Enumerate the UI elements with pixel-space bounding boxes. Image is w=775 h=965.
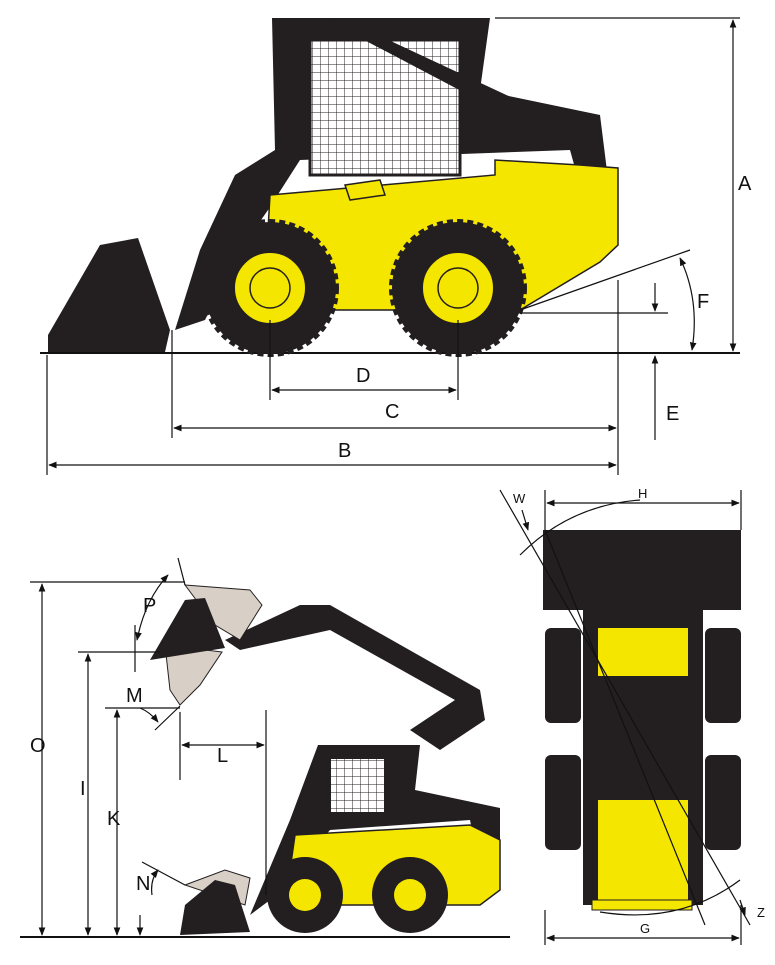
label-k: K — [107, 808, 121, 830]
turning-arc-rear — [599, 879, 741, 916]
bucket-curl-ghost — [164, 644, 223, 706]
body-latch — [344, 179, 386, 201]
top-tire-rl — [545, 755, 581, 850]
lift-cab-frame — [250, 745, 500, 915]
label-p: P — [143, 595, 156, 617]
label-l: L — [217, 745, 228, 767]
top-view: H G W Z — [499, 486, 765, 945]
lift-cab-mesh — [329, 757, 386, 814]
lift-arm — [330, 22, 560, 135]
label-z: Z — [757, 905, 765, 920]
label-g: G — [640, 921, 650, 936]
side-view: A D C B E F — [40, 17, 752, 475]
top-body-front — [598, 628, 688, 676]
label-o: O — [30, 735, 46, 757]
top-body-rear — [598, 800, 688, 900]
label-b: B — [338, 440, 351, 462]
lift-front-wheel — [267, 857, 343, 933]
raised-bucket — [150, 598, 225, 660]
dimension-p-arc — [135, 574, 169, 641]
raised-lift-arm — [225, 605, 485, 750]
top-rear-bumper — [591, 899, 693, 911]
bucket — [48, 238, 170, 352]
dimension-m-arc — [139, 707, 159, 723]
dimension-f-arc — [679, 257, 697, 351]
label-a: A — [738, 173, 752, 195]
cab-mesh — [308, 38, 462, 177]
lift-view: O I K L P M N — [20, 557, 510, 938]
label-d: D — [356, 365, 370, 387]
lift-rear-wheel — [372, 857, 448, 933]
label-c: C — [385, 401, 399, 423]
label-w: W — [513, 491, 526, 506]
front-wheel — [201, 219, 339, 357]
top-tire-fr — [705, 628, 741, 723]
dimension-n-arc — [150, 869, 159, 896]
top-tire-fl — [545, 628, 581, 723]
turning-arc-front — [519, 499, 641, 556]
label-h: H — [638, 486, 647, 501]
label-n: N — [136, 873, 150, 895]
label-m: M — [126, 685, 143, 707]
ground-bucket — [180, 880, 250, 935]
label-f: F — [697, 291, 709, 313]
label-i: I — [80, 778, 86, 800]
label-e: E — [666, 403, 679, 425]
top-tire-rr — [705, 755, 741, 850]
